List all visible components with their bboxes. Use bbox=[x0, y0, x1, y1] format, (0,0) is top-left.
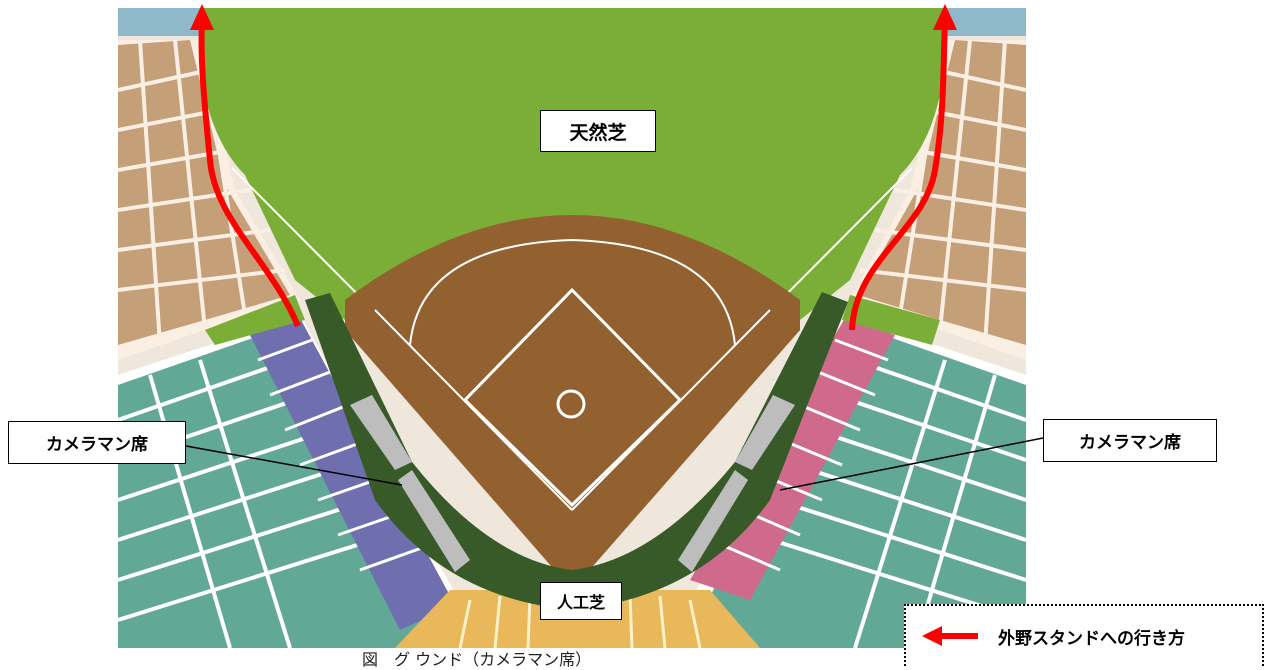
left-outfield-stand bbox=[118, 39, 300, 360]
natural-grass-label: 天然芝 bbox=[540, 110, 656, 152]
red-left-arrow-icon bbox=[922, 626, 978, 646]
route-arrow-left bbox=[190, 4, 301, 328]
camera-seats-label-left: カメラマン席 bbox=[8, 421, 186, 464]
legend-text: 外野スタンドへの行き方 bbox=[998, 628, 1185, 649]
left-camera-pointer bbox=[185, 445, 403, 486]
infield-dirt bbox=[345, 215, 800, 590]
legend: 外野スタンドへの行き方 bbox=[904, 604, 1264, 666]
right-camera-pointer bbox=[779, 437, 1044, 491]
right-infield-stand bbox=[680, 315, 1026, 648]
pitcher-mound bbox=[556, 389, 586, 419]
base-diamond bbox=[462, 287, 683, 508]
figure-caption: 図 グ ウンド（カメラマン席） bbox=[362, 650, 592, 669]
right-outfield-stand bbox=[850, 39, 1026, 360]
left-infield-stand bbox=[118, 315, 470, 648]
camera-seats-label-right: カメラマン席 bbox=[1043, 419, 1217, 462]
artificial-grass-label: 人工芝 bbox=[540, 582, 622, 620]
route-arrow-right bbox=[849, 4, 957, 331]
